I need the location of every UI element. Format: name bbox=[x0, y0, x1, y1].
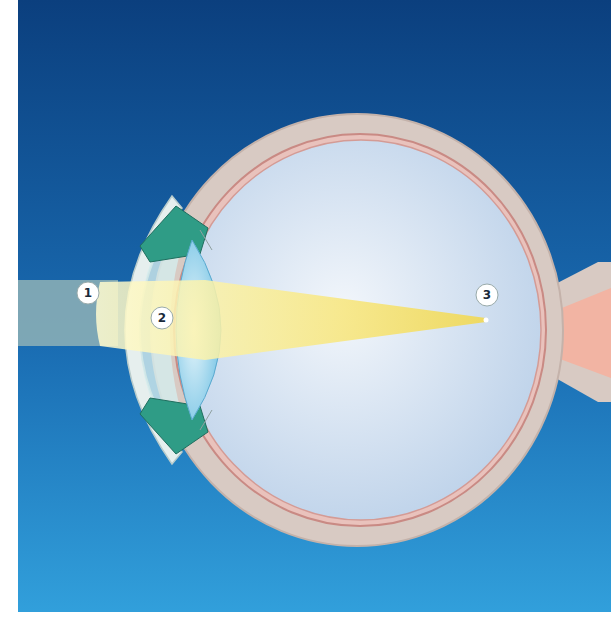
callout-number: 2 bbox=[151, 307, 173, 329]
callout-circle bbox=[151, 307, 173, 329]
callout-number: 3 bbox=[476, 284, 498, 306]
focused-light bbox=[96, 280, 486, 360]
callout-circle bbox=[476, 284, 498, 306]
background bbox=[18, 0, 611, 631]
callout-circle bbox=[77, 282, 99, 304]
callout-number: 1 bbox=[77, 282, 99, 304]
